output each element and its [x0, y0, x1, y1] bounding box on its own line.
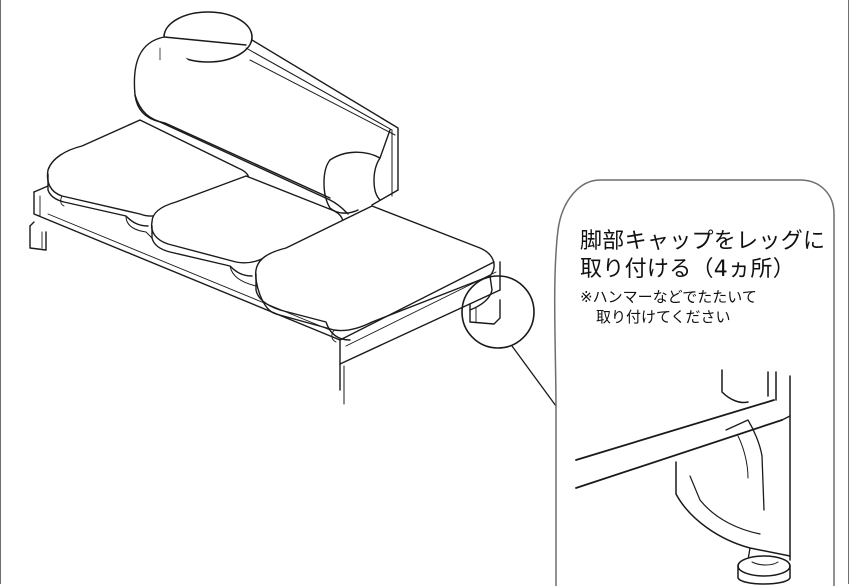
instruction-note-line2: 取り付けてください	[596, 308, 731, 326]
instruction-note-line1: ※ハンマーなどでたたいて	[580, 288, 757, 306]
detail-panel	[553, 179, 835, 586]
instruction-title-line1: 脚部キャップをレッグに	[580, 229, 826, 254]
backrest-cushion	[133, 11, 399, 215]
seat-cushion-right	[229, 205, 495, 343]
detail-callout-circle	[461, 275, 557, 407]
sofa-frame	[29, 185, 501, 405]
instruction-note: 脚部キャップをレッグに 取り付ける（4ヵ所） ※ハンマーなどでたたいて 取り付け…	[580, 228, 840, 327]
leg-cap-closeup	[575, 369, 791, 585]
instruction-title-line2: 取り付ける（4ヵ所）	[580, 257, 795, 282]
